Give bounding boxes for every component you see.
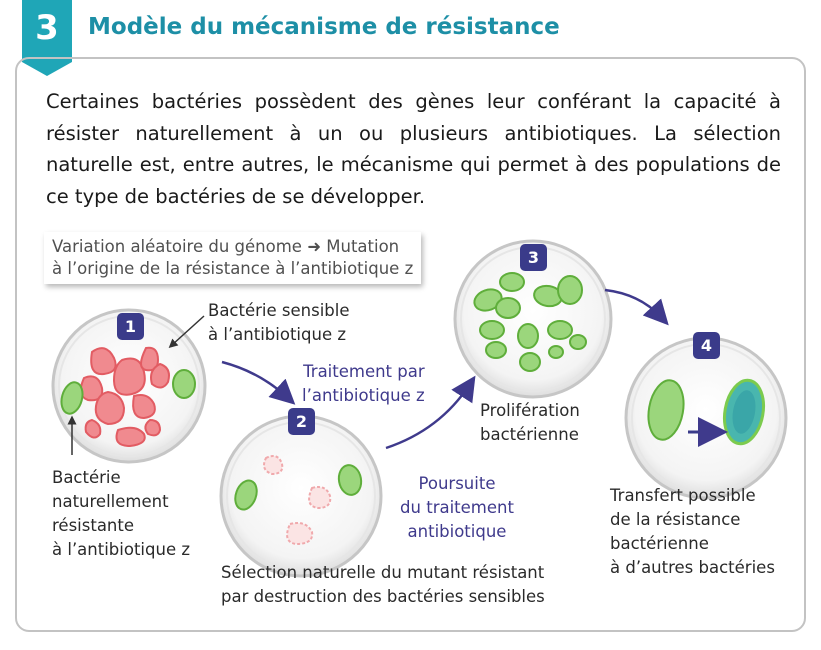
label-transfer: Transfert possible de la résistance bact… [610,486,775,577]
label-natural-selection: Sélection naturelle du mutant résistant … [221,563,545,606]
arrow-1-to-2 [221,360,296,405]
step-badge-1: 1 [117,313,144,340]
donor-bacterium [647,379,685,441]
mutation-note: Variation aléatoire du génome ➜ Mutation… [44,232,422,284]
petri-dish-1 [51,308,207,464]
label-resistant-bacterium: Bactérie naturellement résistante à l’an… [52,468,191,559]
section-title: Modèle du mécanisme de résistance [88,14,560,40]
petri-dish-3 [453,239,613,399]
step-badge-2: 2 [288,408,315,435]
label-proliferation: Prolifération bactérienne [480,401,580,444]
resistant-bacteria-dish1 [60,369,196,415]
step-badge-3: 3 [520,244,547,271]
proliferating-bacteria [473,272,587,372]
arrow-2-to-3 [385,375,476,450]
label-treatment: Traitement par l’antibiotique z [302,362,425,405]
petri-dish-4 [624,336,788,500]
sensitive-bacteria-cluster [79,346,170,448]
label-continued-treatment: Poursuite du traitement antibiotique [400,474,514,541]
destroyed-bacteria [263,455,332,546]
intro-paragraph: Certaines bactéries possèdent des gènes … [46,90,781,208]
pointer-sensitive [168,315,205,349]
mutation-note-line-2: à l’origine de la résistance à l’antibio… [52,259,414,278]
section-number: 3 [35,8,59,48]
arrow-3-to-4 [604,288,669,326]
content-frame [15,57,806,632]
step-badge-4: 4 [693,332,720,359]
mutation-note-line-1: Variation aléatoire du génome ➜ Mutation [52,237,400,256]
resistant-bacteria-dish2 [234,464,363,511]
label-sensitive-bacterium: Bactérie sensible à l’antibiotique z [208,301,350,344]
petri-dish-2 [219,414,383,578]
